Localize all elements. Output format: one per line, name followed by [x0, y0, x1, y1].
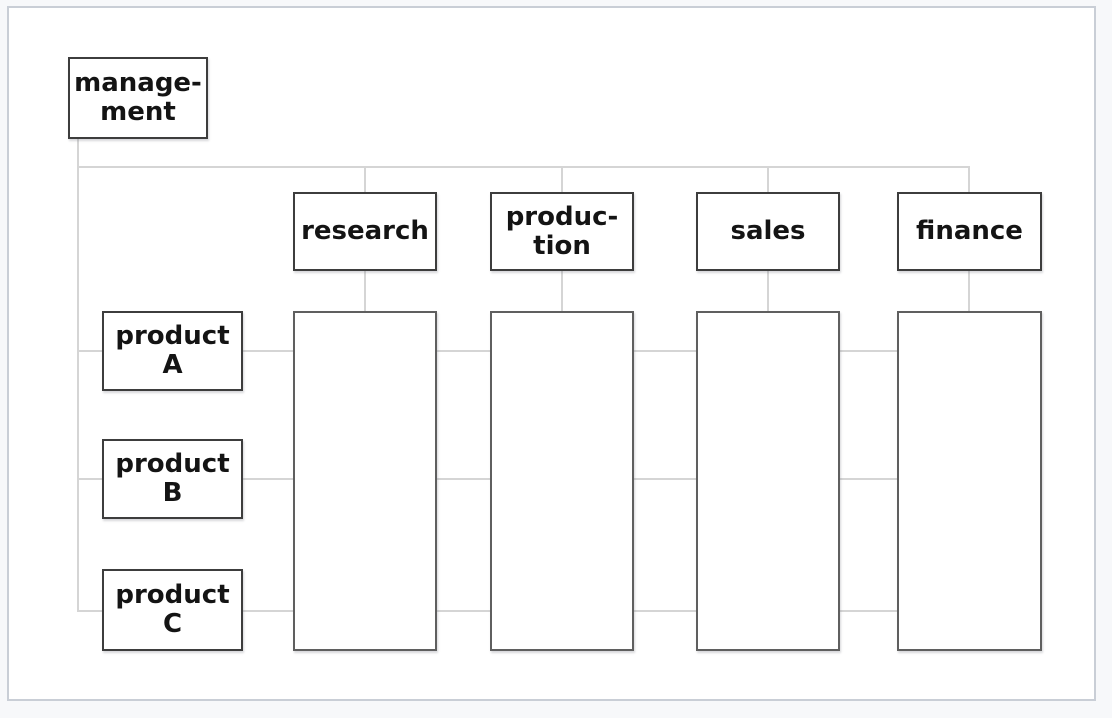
production-node: produc- tion — [490, 192, 634, 271]
edge-management-departments-rail — [77, 166, 970, 168]
edge-finance-to-column — [968, 271, 970, 311]
edge-product-b-row — [77, 478, 899, 480]
edge-research-to-column — [364, 271, 366, 311]
product-a-node: product A — [102, 311, 243, 391]
product-a-label: product A — [115, 321, 230, 380]
finance-label: finance — [916, 216, 1023, 246]
product-c-node: product C — [102, 569, 243, 651]
sales-column — [696, 311, 840, 651]
production-label: produc- tion — [505, 201, 619, 261]
edge-production-to-column — [561, 271, 563, 311]
sales-label: sales — [730, 216, 806, 246]
research-column — [293, 311, 437, 651]
production-column — [490, 311, 634, 651]
product-b-node: product B — [102, 439, 243, 519]
edge-management-products-rail — [77, 139, 79, 611]
edge-rail-to-finance — [968, 166, 970, 192]
product-b-label: product B — [115, 449, 230, 508]
management-label: manage- ment — [74, 68, 202, 127]
edge-rail-to-production — [561, 166, 563, 192]
finance-column — [897, 311, 1042, 651]
research-node: research — [293, 192, 437, 271]
product-c-label: product C — [115, 580, 230, 639]
edge-product-a-row — [77, 350, 899, 352]
edge-sales-to-column — [767, 271, 769, 311]
finance-node: finance — [897, 192, 1042, 271]
management-node: manage- ment — [68, 57, 208, 139]
research-label: research — [301, 216, 429, 246]
edge-rail-to-sales — [767, 166, 769, 192]
edge-product-c-row — [77, 610, 899, 612]
edge-rail-to-research — [364, 166, 366, 192]
sales-node: sales — [696, 192, 840, 271]
